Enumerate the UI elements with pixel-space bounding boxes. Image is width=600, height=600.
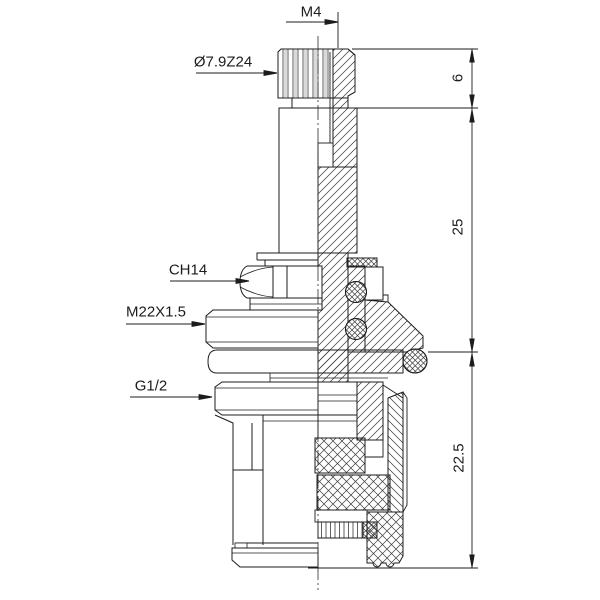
knurl-ridges <box>282 49 329 98</box>
label-mount-thread: M22X1.5 <box>125 303 187 321</box>
dim-lower-length: 22.5 <box>450 443 468 473</box>
dim-head-height: 6 <box>449 73 467 83</box>
dimension-lines <box>308 48 478 569</box>
label-inlet-thread: G1/2 <box>134 377 168 395</box>
label-hex-size: CH14 <box>168 261 208 279</box>
exterior-profile <box>205 48 408 568</box>
o-rings <box>345 281 428 374</box>
seal-elements <box>314 257 404 568</box>
label-spline-diameter: Ø7.9Z24 <box>193 53 253 71</box>
leader-lines <box>126 12 339 400</box>
section-hatch-areas <box>317 48 424 513</box>
label-top-thread: M4 <box>300 3 322 21</box>
dim-upper-length: 25 <box>449 218 467 236</box>
